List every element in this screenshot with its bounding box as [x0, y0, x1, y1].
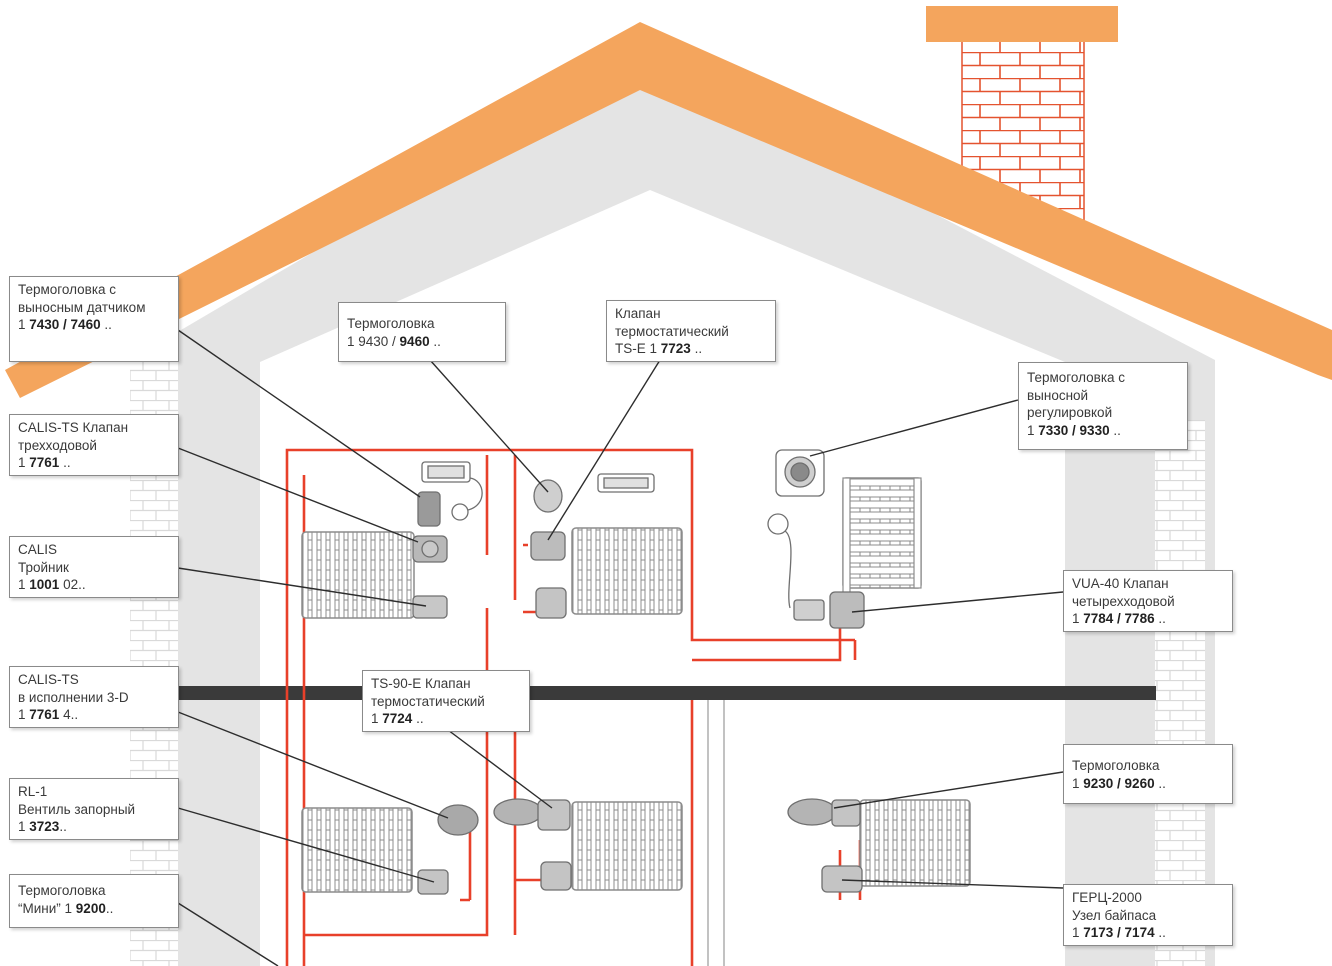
callout-calis-tee: CALIS Тройник 1 1001 02.. [9, 536, 179, 598]
callout-line: выносным датчиком [18, 299, 146, 315]
radiator-upper-middle [571, 527, 683, 615]
callout-code: 1 7761 .. [18, 455, 71, 470]
callout-line: TS-90-E Клапан [371, 676, 471, 691]
callout-line: Термоголовка с [1027, 370, 1126, 385]
callout-code: 1 3723.. [18, 819, 67, 834]
radiator-lower-right [859, 799, 971, 887]
callout-line: Тройник [18, 559, 69, 575]
callout-line: термостатический [615, 323, 729, 339]
leader-lines [177, 329, 1064, 966]
callout-code: 1 7173 / 7174 .. [1072, 925, 1166, 940]
callout-code: 1 1001 02.. [18, 577, 86, 592]
callout-line: CALIS [18, 542, 58, 557]
callout-line: CALIS-TS [18, 672, 79, 687]
callout-line: VUA-40 Клапан [1072, 576, 1169, 591]
floor-slab [178, 686, 1156, 700]
radiator-lower-middle [571, 801, 683, 891]
towel-radiator [842, 477, 922, 597]
callout-thermohead-remote-adjust: Термоголовка с выносной регулировкой 1 7… [1018, 362, 1188, 450]
roof [5, 22, 1332, 398]
callout-code: 1 7430 / 7460 .. [18, 317, 112, 332]
callout-rl1-shutoff: RL-1 Вентиль запорный 1 3723.. [9, 778, 179, 840]
callout-code: 1 9230 / 9260 .. [1072, 775, 1166, 791]
callout-calis-ts-three-way: CALIS-TS Клапан трехходовой 1 7761 .. [9, 414, 179, 476]
callout-code: TS-E 1 7723 .. [615, 341, 703, 356]
callout-thermohead-mini: Термоголовка “Мини” 1 9200.. [9, 874, 179, 928]
callout-calis-ts-3d: CALIS-TS в исполнении 3-D 1 7761 4.. [9, 666, 179, 728]
callout-code: 1 7761 4.. [18, 707, 79, 722]
callout-line: выносной [1027, 387, 1089, 403]
callout-thermohead-remote-sensor: Термоголовка с выносным датчиком 1 7430 … [9, 276, 179, 362]
callout-code: 1 9430 / 9460 .. [347, 333, 441, 349]
callout-thermohead-9260: Термоголовка 1 9230 / 9260 .. [1063, 744, 1233, 804]
callout-line: ГЕРЦ-2000 [1072, 890, 1142, 905]
callout-line: Термоголовка с [18, 282, 117, 297]
callout-line: четырехходовой [1072, 593, 1175, 609]
callout-line: термостатический [371, 693, 485, 709]
radiator-upper-left [301, 531, 415, 619]
callout-line: Термоголовка [1072, 758, 1160, 773]
callout-herz2000-bypass: ГЕРЦ-2000 Узел байпаса 1 7173 / 7174 .. [1063, 884, 1233, 946]
callout-line: Термоголовка [347, 316, 435, 331]
callout-line: трехходовой [18, 437, 97, 453]
callout-thermohead-9460: Термоголовка 1 9430 / 9460 .. [338, 302, 506, 362]
callout-vua40-four-way: VUA-40 Клапан четырехходовой 1 7784 / 77… [1063, 570, 1233, 632]
callout-code: 1 7724 .. [371, 711, 424, 726]
callout-line: RL-1 [18, 784, 48, 799]
callout-line: регулировкой [1027, 405, 1113, 420]
callout-line: Термоголовка [18, 883, 106, 898]
callout-ts90e-valve: TS-90-E Клапан термостатический 1 7724 .… [362, 670, 530, 732]
callout-line: Вентиль запорный [18, 801, 136, 817]
radiator-lower-left [301, 807, 413, 893]
callout-code: 1 7330 / 9330 .. [1027, 422, 1121, 438]
callout-line: CALIS-TS Клапан [18, 420, 129, 435]
callout-code: 1 7784 / 7786 .. [1072, 611, 1166, 626]
riser-lines [707, 700, 725, 966]
callout-code: “Мини” 1 9200.. [18, 900, 114, 916]
callout-ts-e-valve: Клапан термостатический TS-E 1 7723 .. [606, 300, 776, 362]
callout-line: Узел байпаса [1072, 907, 1157, 923]
callout-line: Клапан [615, 306, 661, 321]
callout-line: в исполнении 3-D [18, 689, 129, 705]
